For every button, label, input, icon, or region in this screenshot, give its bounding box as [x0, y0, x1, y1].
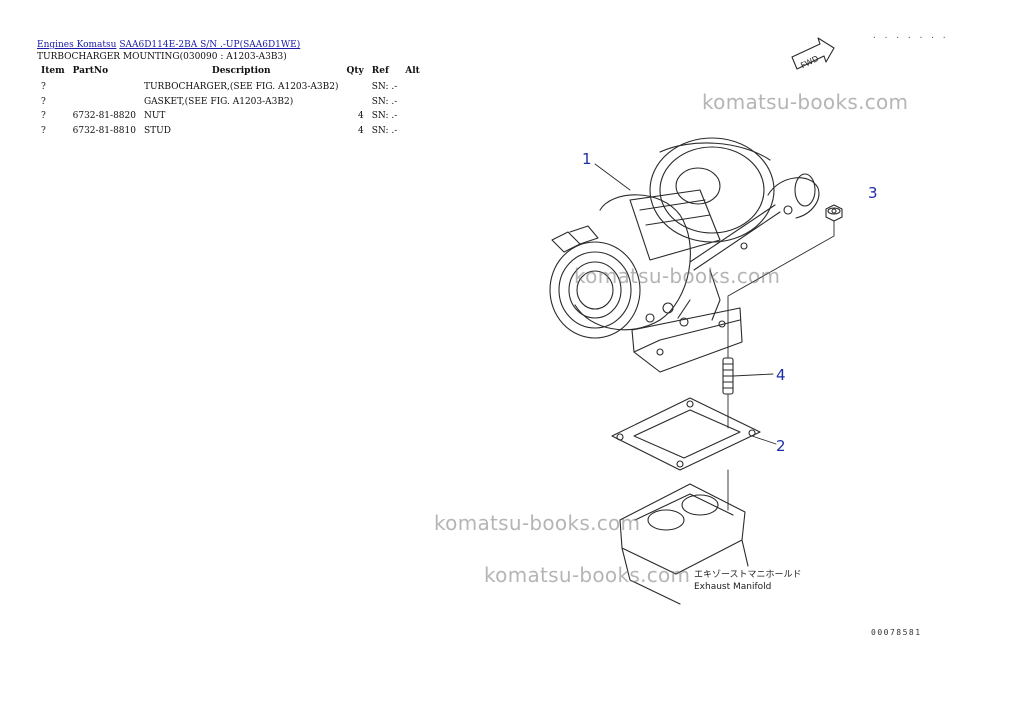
table-row: ? TURBOCHARGER,(SEE FIG. A1203-A3B2) SN:…	[37, 80, 427, 95]
watermark: komatsu-books.com	[484, 563, 691, 587]
cell-alt	[401, 95, 427, 110]
table-row: ? GASKET,(SEE FIG. A1203-A3B2) SN: .-	[37, 95, 427, 110]
breadcrumb-link-engines[interactable]: Engines Komatsu	[37, 40, 117, 50]
header-qty: Qty	[346, 66, 364, 76]
turbocharger-drawing	[549, 137, 820, 373]
watermark: komatsu-books.com	[702, 90, 909, 114]
breadcrumb: Engines Komatsu SAA6D114E-2BA S/N .-UP(S…	[37, 40, 300, 51]
parts-table: Item PartNo Description Qty Ref Alt ? TU…	[37, 66, 427, 138]
cell-partno: 6732-81-8810	[72, 125, 136, 136]
manifold-label-jp: エキゾーストマニホールド	[694, 569, 802, 580]
callout-2: 2	[776, 437, 786, 455]
cell-ref: SN: .-	[371, 111, 398, 121]
page-title: TURBOCHARGER MOUNTING(030090 : A1203-A3B…	[37, 52, 287, 62]
leader-lines	[594, 163, 835, 511]
cell-alt	[401, 124, 427, 139]
header-ref: Ref	[371, 66, 389, 76]
callout-4: 4	[776, 366, 786, 384]
cell-description: STUD	[143, 125, 171, 136]
top-marks: · · · · · · ·	[872, 33, 948, 42]
cell-description: NUT	[143, 111, 166, 121]
breadcrumb-link-model[interactable]: SAA6D114E-2BA S/N .-UP(SAA6D1WE)	[119, 40, 301, 50]
manifold-label-en: Exhaust Manifold	[694, 582, 771, 592]
nut-drawing	[825, 204, 843, 222]
cell-qty	[343, 95, 368, 110]
table-row: ? 6732-81-8810 STUD 4 SN: .-	[37, 124, 427, 139]
exploded-parts-diagram: 1 2 3 4 FWD エキゾーストマニホールド Exhaust Manifol…	[549, 37, 878, 605]
cell-alt	[401, 80, 427, 95]
cell-partno	[69, 95, 140, 110]
watermark: komatsu-books.com	[574, 264, 781, 288]
callout-3: 3	[868, 184, 878, 202]
cell-partno	[69, 80, 140, 95]
fwd-arrow-icon	[791, 37, 835, 70]
cell-ref: SN: .-	[371, 125, 398, 136]
cell-item: ?	[41, 111, 46, 121]
cell-item: ?	[41, 82, 46, 92]
gasket-drawing	[611, 397, 761, 471]
cell-alt	[401, 109, 427, 124]
stud-drawing	[722, 357, 734, 395]
cell-qty: 4	[358, 111, 364, 121]
header-description: Description	[211, 66, 271, 76]
fwd-label: FWD	[799, 54, 820, 70]
cell-qty	[343, 80, 368, 95]
cell-ref: SN: .-	[371, 82, 398, 92]
cell-ref: SN: .-	[371, 96, 398, 107]
figure-number: 00078581	[871, 628, 922, 637]
callout-1: 1	[582, 150, 592, 168]
cell-partno: 6732-81-8820	[72, 111, 136, 121]
cell-item: ?	[41, 96, 46, 107]
exhaust-manifold-drawing	[619, 483, 749, 605]
header-alt: Alt	[405, 66, 420, 76]
cell-qty: 4	[358, 125, 364, 136]
header-item: Item	[41, 66, 65, 76]
cell-description: TURBOCHARGER,(SEE FIG. A1203-A3B2)	[143, 82, 339, 92]
cell-description: GASKET,(SEE FIG. A1203-A3B2)	[143, 96, 294, 107]
watermark: komatsu-books.com	[434, 511, 641, 535]
table-row: ? 6732-81-8820 NUT 4 SN: .-	[37, 109, 427, 124]
header-partno: PartNo	[72, 66, 109, 76]
table-header-row: Item PartNo Description Qty Ref Alt	[37, 66, 427, 80]
cell-item: ?	[41, 125, 46, 136]
